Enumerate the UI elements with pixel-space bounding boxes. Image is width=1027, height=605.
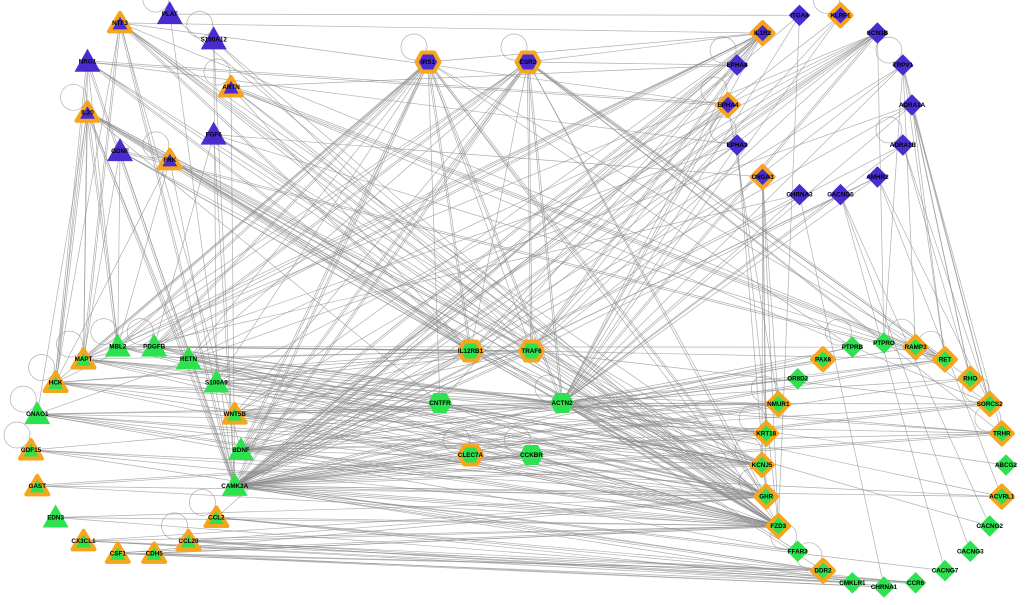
svg-text:BDNF: BDNF	[232, 447, 250, 454]
svg-text:ADRA1B: ADRA1B	[890, 142, 917, 149]
svg-text:CMKLR1: CMKLR1	[839, 580, 866, 587]
svg-text:FFAR3: FFAR3	[788, 548, 808, 555]
svg-text:GDF15: GDF15	[21, 447, 42, 454]
svg-text:GNAO1: GNAO1	[26, 411, 49, 418]
svg-text:CHRNA3: CHRNA3	[786, 192, 813, 199]
svg-text:NRG1: NRG1	[79, 59, 97, 66]
svg-text:MBL2: MBL2	[109, 344, 127, 351]
svg-text:RETN: RETN	[180, 356, 198, 363]
svg-text:EPHA3: EPHA3	[727, 142, 748, 149]
svg-text:PTPRB: PTPRB	[842, 344, 864, 351]
svg-text:CCL20: CCL20	[179, 538, 199, 545]
svg-text:GHR: GHR	[759, 494, 773, 501]
svg-text:ITGA8: ITGA8	[790, 12, 809, 19]
svg-text:TRHR: TRHR	[993, 430, 1011, 437]
svg-text:IL20: IL20	[81, 109, 94, 116]
svg-text:AMHR2: AMHR2	[866, 174, 889, 181]
svg-text:CNGA3: CNGA3	[752, 174, 775, 181]
svg-text:KRT18: KRT18	[756, 430, 776, 437]
svg-text:NTF3: NTF3	[112, 20, 128, 27]
svg-text:EPHA8: EPHA8	[727, 62, 748, 69]
svg-text:CACNG5: CACNG5	[827, 192, 854, 199]
svg-text:MAPT: MAPT	[75, 356, 93, 363]
svg-text:ARTN: ARTN	[222, 84, 240, 91]
svg-text:RAMP3: RAMP3	[905, 344, 928, 351]
svg-text:SCN3B: SCN3B	[867, 30, 889, 37]
svg-text:IL12RB1: IL12RB1	[458, 348, 484, 355]
svg-text:RHO: RHO	[963, 376, 977, 383]
svg-text:KLRF1: KLRF1	[830, 12, 851, 19]
svg-text:HCK: HCK	[49, 380, 63, 387]
svg-text:ACTN2: ACTN2	[552, 400, 573, 407]
svg-text:CSF1: CSF1	[110, 550, 127, 557]
svg-text:ADRA1A: ADRA1A	[899, 102, 926, 109]
svg-text:WNT5B: WNT5B	[224, 411, 247, 418]
svg-text:FGF6: FGF6	[206, 132, 223, 139]
svg-text:EDN3: EDN3	[47, 515, 64, 522]
svg-text:CNTFR: CNTFR	[429, 400, 451, 407]
svg-text:FRK: FRK	[163, 157, 176, 164]
svg-text:KCNJ5: KCNJ5	[752, 462, 773, 469]
svg-text:PTPRO: PTPRO	[873, 340, 895, 347]
svg-text:CHRNA1: CHRNA1	[871, 584, 898, 591]
svg-text:CACNG3: CACNG3	[957, 548, 984, 555]
svg-text:PDGFB: PDGFB	[143, 344, 165, 351]
svg-text:CACNG7: CACNG7	[932, 568, 959, 575]
svg-text:GAST: GAST	[29, 483, 47, 490]
svg-text:ABCG2: ABCG2	[995, 462, 1018, 469]
svg-text:CCR6: CCR6	[907, 580, 925, 587]
svg-text:IL1R2: IL1R2	[754, 30, 772, 37]
svg-text:ACVRL1: ACVRL1	[989, 494, 1015, 501]
svg-text:S100A12: S100A12	[201, 36, 228, 43]
svg-text:OR8D2: OR8D2	[787, 376, 808, 383]
svg-text:CCKBR: CCKBR	[520, 452, 543, 459]
svg-text:NMUR1: NMUR1	[767, 401, 790, 408]
svg-text:CCL2: CCL2	[208, 515, 225, 522]
svg-text:ESR2: ESR2	[520, 59, 537, 66]
svg-text:S100A9: S100A9	[205, 380, 228, 387]
svg-text:FZD3: FZD3	[770, 523, 786, 530]
svg-text:IRS1: IRS1	[421, 59, 435, 66]
svg-text:PLAT: PLAT	[162, 11, 178, 18]
svg-text:PAX8: PAX8	[815, 356, 831, 363]
svg-text:GDNF: GDNF	[111, 148, 129, 155]
svg-text:CACNG2: CACNG2	[976, 523, 1003, 530]
svg-text:DDR2: DDR2	[814, 568, 832, 575]
svg-text:EPHA4: EPHA4	[718, 102, 739, 109]
svg-text:CX3CL1: CX3CL1	[71, 538, 96, 545]
svg-text:CLEC7A: CLEC7A	[458, 452, 484, 459]
svg-text:CDH5: CDH5	[146, 550, 164, 557]
svg-text:SORCS2: SORCS2	[977, 401, 1003, 408]
svg-text:RET: RET	[939, 356, 952, 363]
svg-text:TRAF6: TRAF6	[521, 348, 542, 355]
svg-text:TRPV1: TRPV1	[893, 62, 914, 69]
svg-text:CAMK2A: CAMK2A	[221, 483, 248, 490]
